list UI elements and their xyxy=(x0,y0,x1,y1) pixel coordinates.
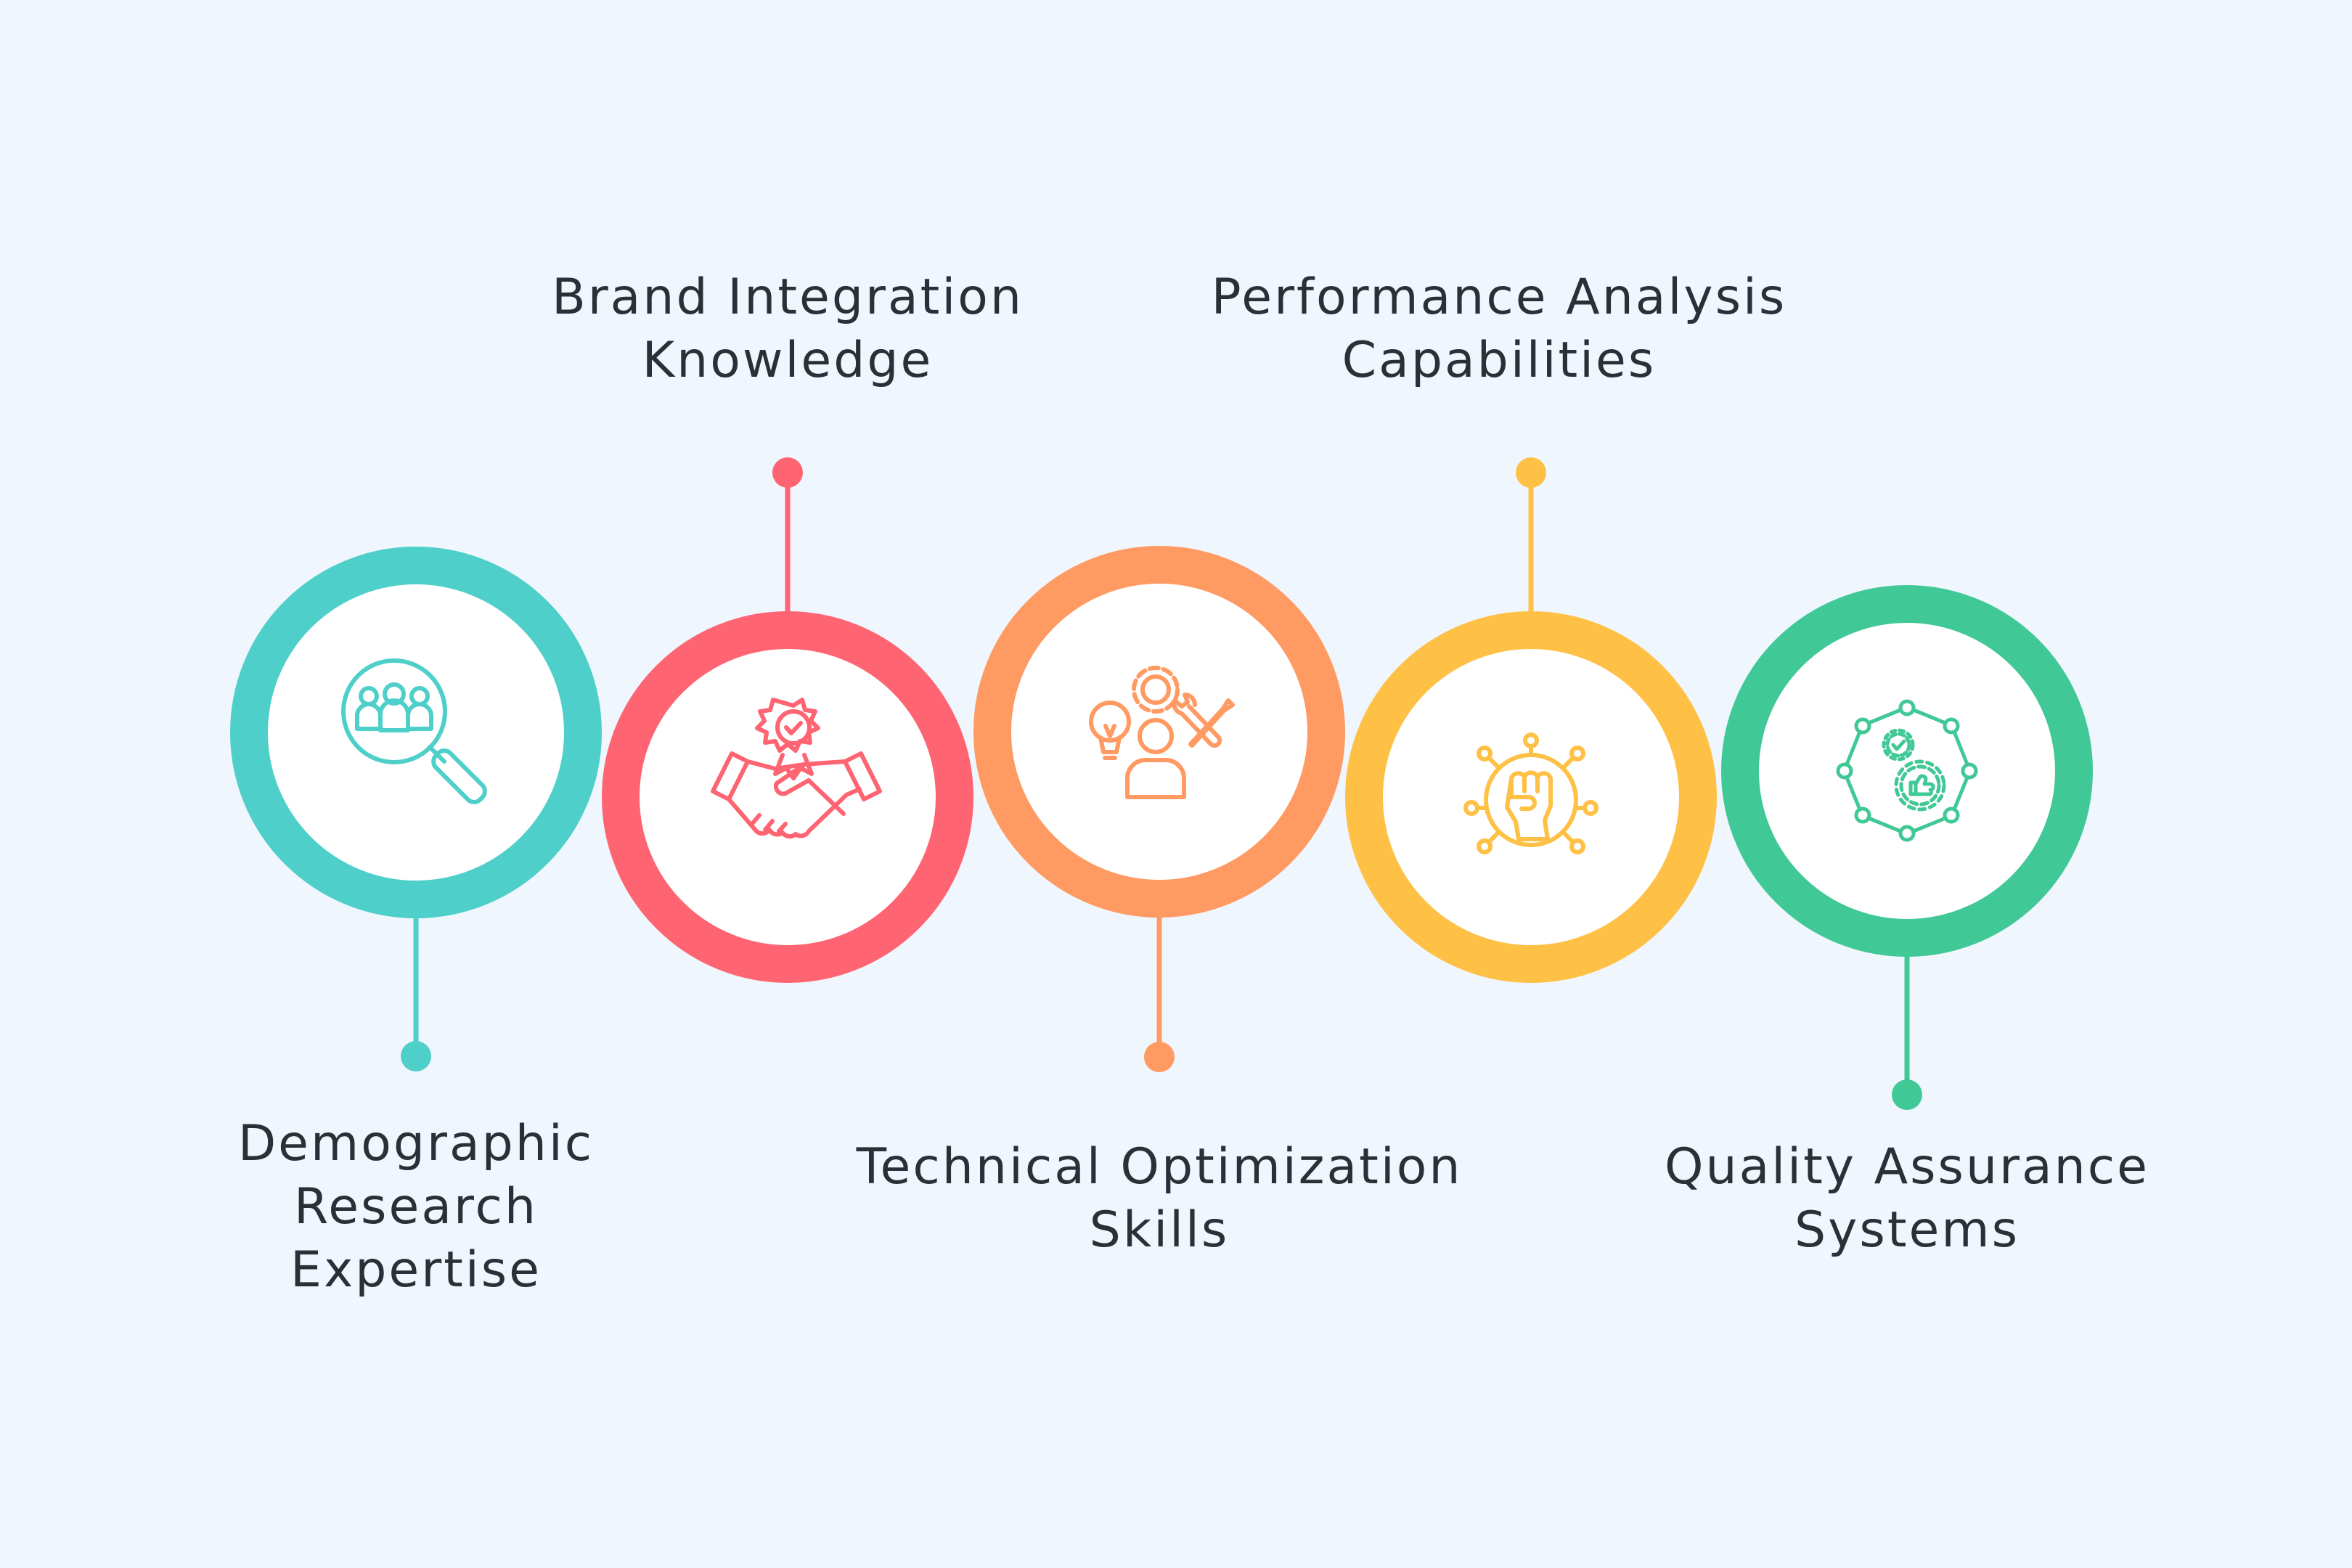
fist-network-icon xyxy=(1463,732,1598,854)
connector-dot-performance xyxy=(1516,457,1546,488)
label-demographic: Demographic Research Expertise xyxy=(238,1112,594,1302)
label-line: Research xyxy=(294,1178,538,1236)
label-line: Quality Assurance xyxy=(1664,1138,2150,1196)
handshake-badge-icon xyxy=(711,698,882,839)
label-quality: Quality Assurance Systems xyxy=(1665,1135,2149,1262)
step-quality xyxy=(1721,585,2093,1110)
ring-brand xyxy=(602,611,973,983)
step-demographic xyxy=(230,547,602,1071)
label-line: Systems xyxy=(1794,1201,2020,1259)
person-tools-icon xyxy=(1089,666,1235,799)
step-brand xyxy=(602,457,973,983)
step-technical xyxy=(973,546,1345,1072)
label-line: Expertise xyxy=(290,1241,542,1299)
magnifier-people-icon xyxy=(341,658,487,804)
connector-dot-quality xyxy=(1892,1079,1922,1110)
label-line: Demographic xyxy=(237,1115,595,1172)
label-brand: Brand Integration Knowledge xyxy=(552,266,1024,392)
label-line: Skills xyxy=(1089,1201,1230,1259)
connector-dot-brand xyxy=(772,457,803,488)
ring-technical xyxy=(973,546,1345,918)
connector-dot-technical xyxy=(1144,1042,1175,1072)
connector-dot-demographic xyxy=(401,1041,431,1071)
label-technical: Technical Optimization Skills xyxy=(857,1135,1463,1262)
ring-demographic xyxy=(230,547,602,918)
label-line: Performance Analysis xyxy=(1211,269,1787,326)
label-line: Technical Optimization xyxy=(856,1138,1463,1196)
label-line: Knowledge xyxy=(642,332,934,389)
label-line: Capabilities xyxy=(1342,332,1657,389)
label-performance: Performance Analysis Capabilities xyxy=(1212,266,1787,392)
label-line: Brand Integration xyxy=(552,269,1024,326)
gear-network-icon xyxy=(1836,699,1978,842)
step-performance xyxy=(1345,457,1717,983)
